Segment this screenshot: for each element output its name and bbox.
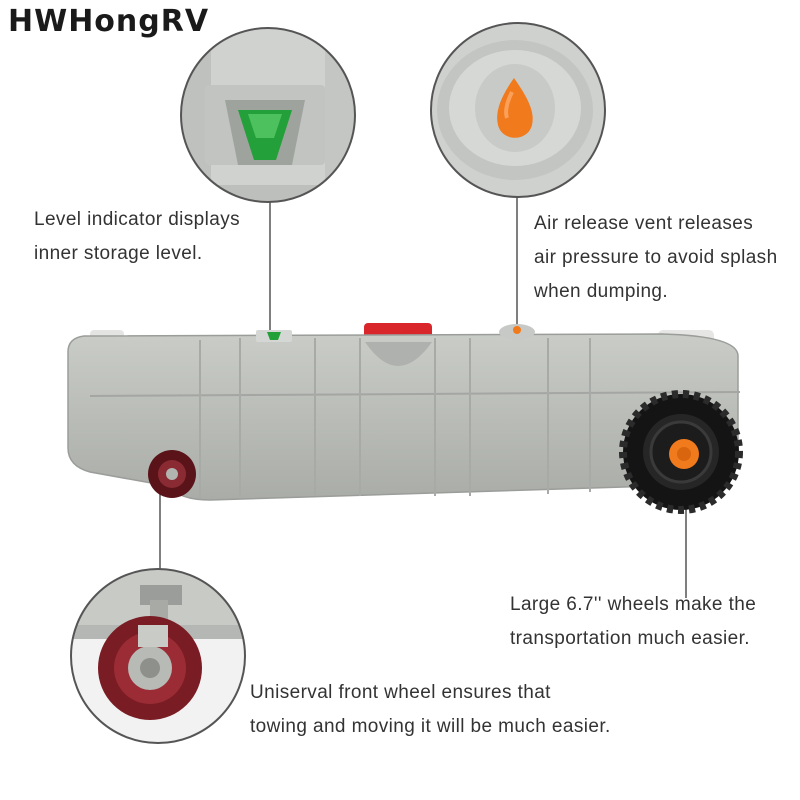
air-vent-icon [497, 78, 533, 138]
caption-line: inner storage level. [34, 243, 203, 264]
caption-air-vent: Air release vent releases air pressure t… [534, 207, 778, 309]
zoom-air-vent [430, 22, 606, 198]
caption-line: air pressure to avoid splash [534, 247, 778, 268]
brand-logo: HWHongRV [8, 4, 210, 39]
caption-line: Uniserval front wheel ensures that [250, 682, 551, 703]
front-caster-wheel [148, 450, 196, 498]
large-rear-wheel [619, 390, 743, 514]
caption-front-wheel: Uniserval front wheel ensures that towin… [250, 676, 611, 744]
zoom-level-indicator [180, 27, 356, 203]
caption-large-wheel: Large 6.7'' wheels make the transportati… [510, 588, 756, 656]
caption-line: when dumping. [534, 281, 669, 302]
zoom-front-wheel [70, 568, 246, 744]
caption-line: transportation much easier. [510, 628, 750, 649]
caption-line: Air release vent releases [534, 213, 754, 234]
caption-line: Large 6.7'' wheels make the [510, 594, 757, 615]
caption-level-indicator: Level indicator displays inner storage l… [34, 203, 240, 271]
caption-line: towing and moving it will be much easier… [250, 716, 611, 737]
caption-line: Level indicator displays [34, 209, 241, 230]
